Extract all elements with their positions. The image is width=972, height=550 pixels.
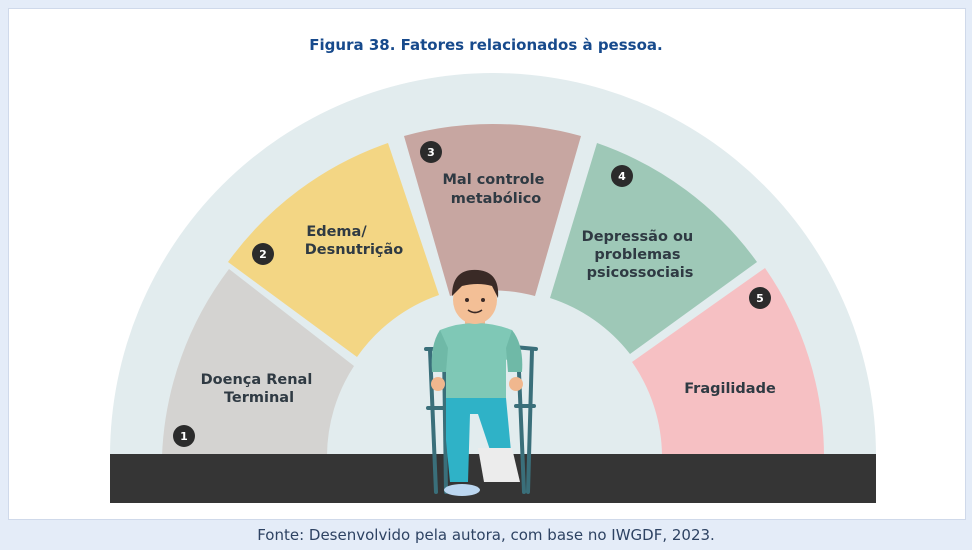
person-on-crutches-icon bbox=[424, 269, 538, 496]
segment-3-mal-controle bbox=[404, 123, 581, 296]
badge-1: 1 bbox=[173, 425, 195, 447]
svg-text:1: 1 bbox=[180, 430, 188, 443]
figure-source: Fonte: Desenvolvido pela autora, com bas… bbox=[0, 520, 972, 545]
svg-text:4: 4 bbox=[618, 170, 626, 183]
badge-5: 5 bbox=[749, 287, 771, 309]
svg-text:3: 3 bbox=[427, 146, 435, 159]
badge-2: 2 bbox=[252, 243, 274, 265]
badge-3: 3 bbox=[420, 141, 442, 163]
segment-2-edema bbox=[228, 143, 439, 357]
segment-5-label: Fragilidade bbox=[684, 381, 776, 397]
figure-title: Figura 38. Fatores relacionados à pessoa… bbox=[309, 36, 663, 54]
segment-1-label: Doença Renal Terminal bbox=[201, 372, 318, 406]
svg-text:2: 2 bbox=[259, 248, 267, 261]
badge-4: 4 bbox=[611, 165, 633, 187]
segment-3-label: Mal controle metabólico bbox=[442, 172, 549, 207]
segment-1-doenca-renal bbox=[162, 269, 354, 456]
svg-text:5: 5 bbox=[756, 292, 764, 305]
segment-2-label: Edema/ Desnutrição bbox=[305, 224, 404, 258]
segment-5-fragilidade bbox=[632, 268, 824, 456]
segment-4-depressao bbox=[550, 143, 757, 354]
segment-4-label: Depressão ou problemas psicossociais bbox=[582, 229, 699, 281]
